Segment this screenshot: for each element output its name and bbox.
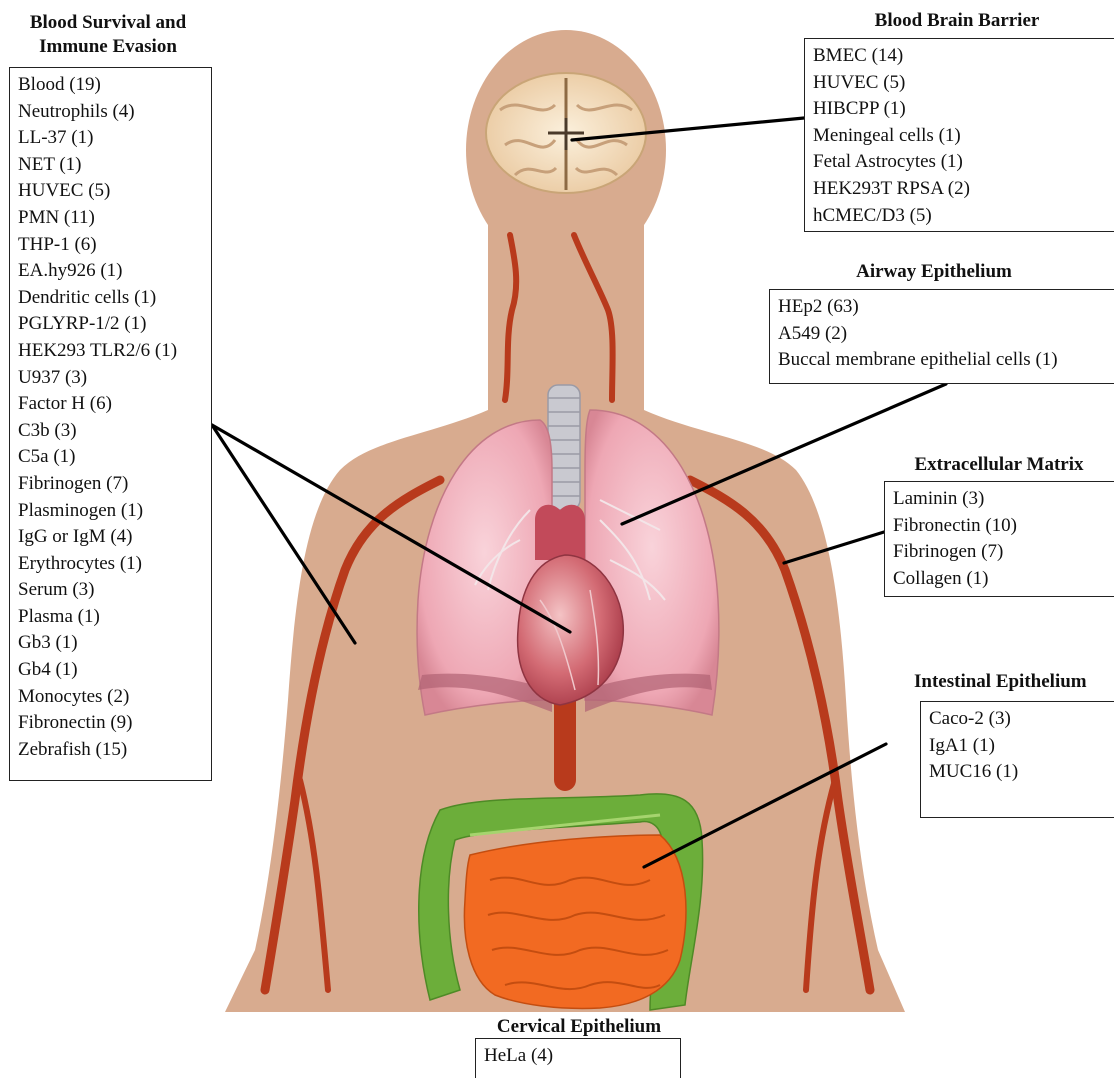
- list-item: EA.hy926 (1): [18, 258, 203, 285]
- list-item: Buccal membrane epithelial cells (1): [778, 347, 1107, 374]
- list-item: Fibrinogen (7): [893, 539, 1107, 566]
- intestinal-panel-title: Intestinal Epithelium: [914, 670, 1114, 694]
- list-item: Meningeal cells (1): [813, 123, 1107, 150]
- blood-panel-box: Blood (19)Neutrophils (4)LL-37 (1)NET (1…: [9, 67, 212, 781]
- brain: [486, 73, 646, 193]
- list-item: MUC16 (1): [929, 759, 1107, 786]
- list-item: HEK293T RPSA (2): [813, 176, 1107, 203]
- intestinal-panel-list: Caco-2 (3)IgA1 (1)MUC16 (1): [929, 706, 1107, 786]
- bbb-panel-title: Blood Brain Barrier: [800, 9, 1114, 33]
- list-item: HEp2 (63): [778, 294, 1107, 321]
- list-item: Serum (3): [18, 577, 203, 604]
- airway-panel-title: Airway Epithelium: [800, 260, 1068, 284]
- blood-panel-list: Blood (19)Neutrophils (4)LL-37 (1)NET (1…: [18, 72, 203, 763]
- list-item: BMEC (14): [813, 43, 1107, 70]
- list-item: HUVEC (5): [18, 178, 203, 205]
- bbb-panel-box: BMEC (14)HUVEC (5)HIBCPP (1)Meningeal ce…: [804, 38, 1114, 232]
- list-item: HUVEC (5): [813, 70, 1107, 97]
- list-item: PMN (11): [18, 205, 203, 232]
- list-item: Monocytes (2): [18, 684, 203, 711]
- cervical-panel-title: Cervical Epithelium: [475, 1015, 683, 1039]
- blood-panel-title-line2: Immune Evasion: [6, 35, 210, 59]
- list-item: NET (1): [18, 152, 203, 179]
- airway-panel-list: HEp2 (63)A549 (2)Buccal membrane epithel…: [778, 294, 1107, 374]
- list-item: Plasma (1): [18, 604, 203, 631]
- list-item: C5a (1): [18, 444, 203, 471]
- list-item: hCMEC/D3 (5): [813, 203, 1107, 230]
- trachea: [548, 385, 580, 510]
- list-item: C3b (3): [18, 418, 203, 445]
- list-item: HEK293 TLR2/6 (1): [18, 338, 203, 365]
- list-item: PGLYRP-1/2 (1): [18, 311, 203, 338]
- blood-panel-title: Blood Survival and Immune Evasion: [6, 11, 210, 59]
- list-item: A549 (2): [778, 321, 1107, 348]
- intestinal-panel-box: Caco-2 (3)IgA1 (1)MUC16 (1): [920, 701, 1114, 818]
- list-item: IgA1 (1): [929, 733, 1107, 760]
- airway-panel-box: HEp2 (63)A549 (2)Buccal membrane epithel…: [769, 289, 1114, 384]
- list-item: HIBCPP (1): [813, 96, 1107, 123]
- list-item: Gb3 (1): [18, 630, 203, 657]
- list-item: Fibronectin (9): [18, 710, 203, 737]
- list-item: Neutrophils (4): [18, 99, 203, 126]
- cervical-panel-box: HeLa (4): [475, 1038, 681, 1078]
- list-item: THP-1 (6): [18, 232, 203, 259]
- list-item: U937 (3): [18, 365, 203, 392]
- list-item: Gb4 (1): [18, 657, 203, 684]
- ecm-panel-box: Laminin (3)Fibronectin (10)Fibrinogen (7…: [884, 481, 1114, 597]
- list-item: Blood (19): [18, 72, 203, 99]
- ecm-panel-title: Extracellular Matrix: [884, 453, 1114, 477]
- list-item: Factor H (6): [18, 391, 203, 418]
- list-item: Collagen (1): [893, 566, 1107, 593]
- list-item: Zebrafish (15): [18, 737, 203, 764]
- list-item: Fibrinogen (7): [18, 471, 203, 498]
- list-item: Fetal Astrocytes (1): [813, 149, 1107, 176]
- blood-panel-title-line1: Blood Survival and: [6, 11, 210, 35]
- list-item: Laminin (3): [893, 486, 1107, 513]
- list-item: Erythrocytes (1): [18, 551, 203, 578]
- cervical-panel-list: HeLa (4): [484, 1043, 672, 1070]
- bbb-panel-list: BMEC (14)HUVEC (5)HIBCPP (1)Meningeal ce…: [813, 43, 1107, 229]
- list-item: Dendritic cells (1): [18, 285, 203, 312]
- list-item: IgG or IgM (4): [18, 524, 203, 551]
- ecm-panel-list: Laminin (3)Fibronectin (10)Fibrinogen (7…: [893, 486, 1107, 592]
- list-item: Plasminogen (1): [18, 498, 203, 525]
- list-item: Fibronectin (10): [893, 513, 1107, 540]
- list-item: LL-37 (1): [18, 125, 203, 152]
- list-item: HeLa (4): [484, 1043, 672, 1070]
- list-item: Caco-2 (3): [929, 706, 1107, 733]
